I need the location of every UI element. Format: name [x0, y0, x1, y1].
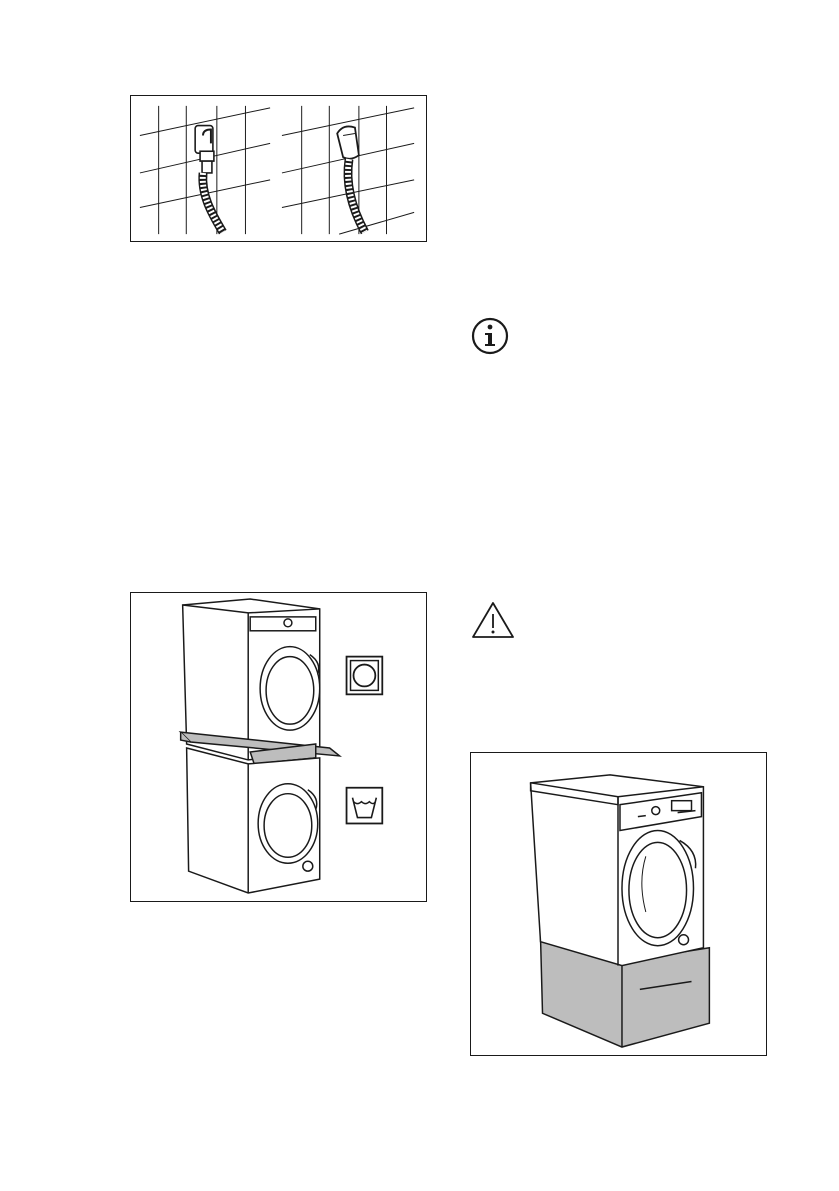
washer-pedestal-figure [470, 752, 767, 1056]
drain-hose-illustration [131, 96, 426, 241]
pedestal-illustration [471, 753, 766, 1055]
stacked-dryer-washer-figure [130, 592, 427, 902]
warning-icon [470, 600, 516, 640]
stacking-kit-illustration [131, 593, 426, 901]
info-icon [470, 316, 510, 356]
hose-wall-figure [130, 95, 427, 242]
